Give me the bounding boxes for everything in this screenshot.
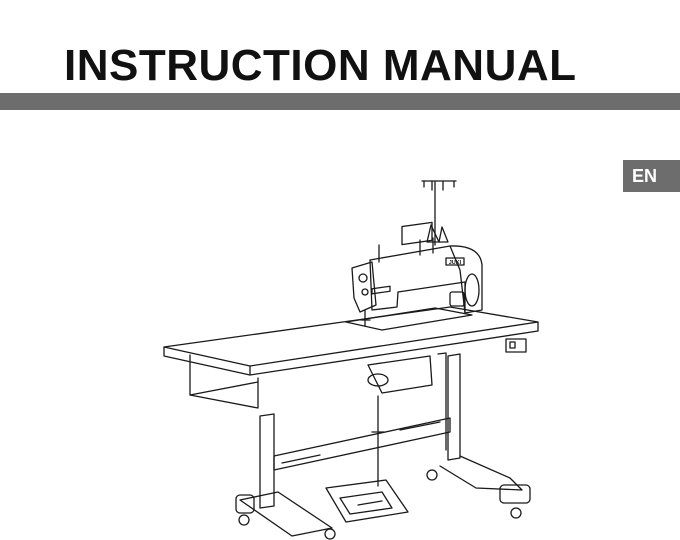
thread-stand	[421, 180, 457, 246]
machine-head: JUKI	[345, 221, 483, 331]
document-title: INSTRUCTION MANUAL	[64, 41, 577, 90]
header-rule-bar	[0, 93, 680, 110]
table-top	[163, 306, 539, 409]
sewing-machine-illustration: JUKI	[150, 170, 550, 540]
language-tab: EN	[623, 160, 680, 192]
machine-brand-label: JUKI	[449, 260, 462, 266]
table-stand	[235, 352, 531, 540]
